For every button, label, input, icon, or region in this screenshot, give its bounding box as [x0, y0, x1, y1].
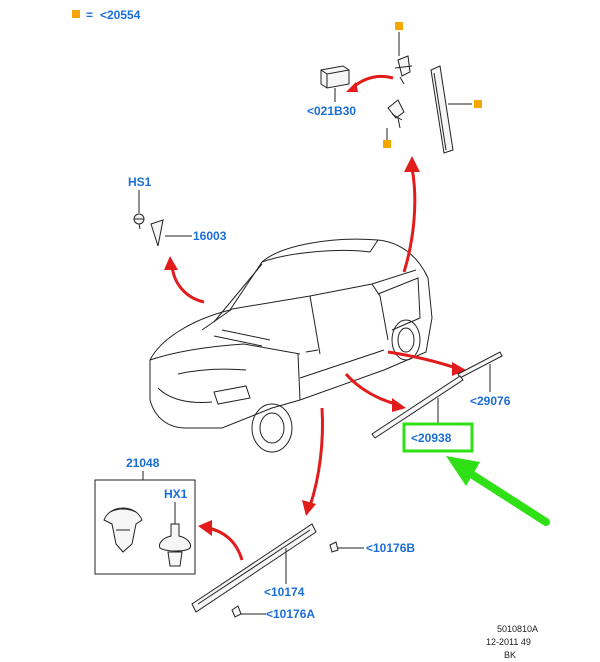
red-curved-arrow-icon	[170, 265, 205, 304]
orange-marker-icon	[72, 10, 80, 18]
clip-kit-group: 21048 HX1	[94, 456, 244, 575]
upper-clip-part	[397, 55, 411, 77]
red-curved-arrow-icon	[387, 350, 457, 370]
label-29076: <29076	[470, 394, 511, 408]
label-16003: 16003	[193, 229, 227, 243]
clip-a-part	[231, 605, 242, 618]
side-mouldings: <29076 <20938	[371, 351, 550, 526]
red-curved-arrow-icon	[308, 407, 324, 507]
green-pointer-arrow-icon	[464, 468, 550, 526]
b-pillar-trim-part	[430, 65, 454, 154]
legend-ref: <20554	[100, 8, 141, 22]
callout-arrows	[164, 156, 466, 516]
label-hs1: HS1	[128, 175, 152, 189]
orange-marker-icon	[474, 100, 482, 108]
label-20938: <20938	[411, 431, 452, 445]
diagram-footer: 5010810A 12-2011 49 BK	[486, 624, 538, 660]
lower-clip-part	[387, 99, 405, 119]
label-10176a: <10176A	[266, 607, 315, 621]
label-10176b: <10176B	[366, 541, 415, 555]
highlight-box	[402, 422, 474, 453]
trim-block-part	[320, 65, 350, 89]
label-21048: 21048	[126, 456, 160, 470]
red-curved-arrow-icon	[351, 74, 394, 90]
label-021b30: <021B30	[307, 104, 356, 118]
footer-code: 5010810A	[497, 624, 538, 634]
red-curved-arrow-icon	[402, 167, 417, 273]
label-10174: <10174	[264, 585, 305, 599]
label-hx1: HX1	[164, 487, 188, 501]
mirror-trim-group: HS1 16003	[128, 175, 227, 247]
mirror-cover-part	[150, 219, 164, 247]
clip-b-part	[329, 541, 339, 553]
orange-marker-icon	[395, 22, 403, 30]
door-moulding-part	[371, 375, 464, 439]
footer-variant: BK	[504, 650, 516, 660]
red-curved-arrow-icon	[344, 373, 397, 406]
footer-date: 12-2011 49	[486, 637, 531, 647]
sill-moulding-group: <10174 <10176B <10176A	[191, 523, 415, 621]
clip-kit-box	[94, 479, 196, 575]
orange-marker-icon	[383, 140, 391, 148]
rear-moulding-part	[457, 351, 503, 379]
pillar-trim-group: <021B30	[307, 22, 482, 154]
legend-equals: =	[86, 8, 93, 22]
legend: = <20554	[72, 8, 141, 22]
car-illustration	[149, 238, 433, 453]
green-pointer-arrow-head	[446, 456, 480, 486]
rivet-part	[159, 523, 191, 552]
